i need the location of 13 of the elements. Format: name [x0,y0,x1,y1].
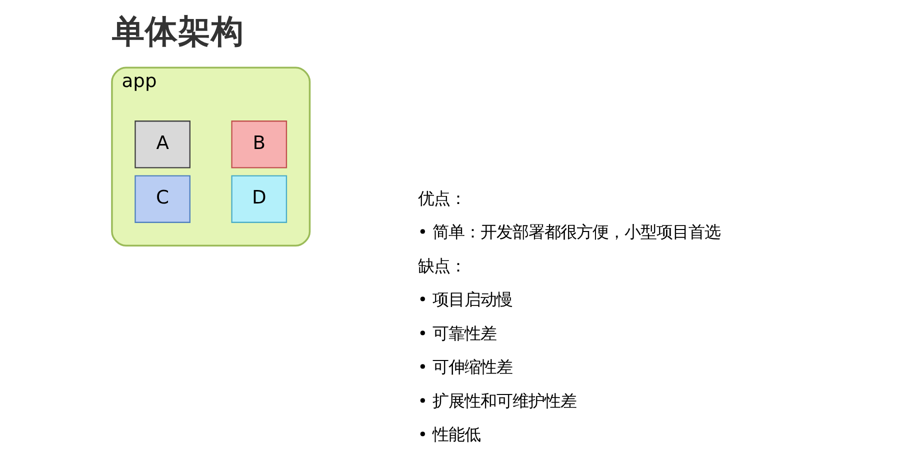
label: 优点： [418,188,466,208]
node-box: A [134,120,190,168]
label: • 简单：开发部署都很方便，小型项目首选 [418,222,721,242]
label: • 性能低 [418,425,481,444]
label: 缺点： [418,256,466,276]
label: • 项目启动慢 [418,290,513,310]
label: • 可伸缩性差 [418,358,513,377]
label: • 扩展性和可维护性差 [418,391,577,410]
node-box: C [134,175,190,223]
node-box: D [231,175,288,223]
diagram-title: 单体架构 [112,12,244,50]
label: • 可靠性差 [418,324,497,343]
node-box: B [231,120,288,168]
